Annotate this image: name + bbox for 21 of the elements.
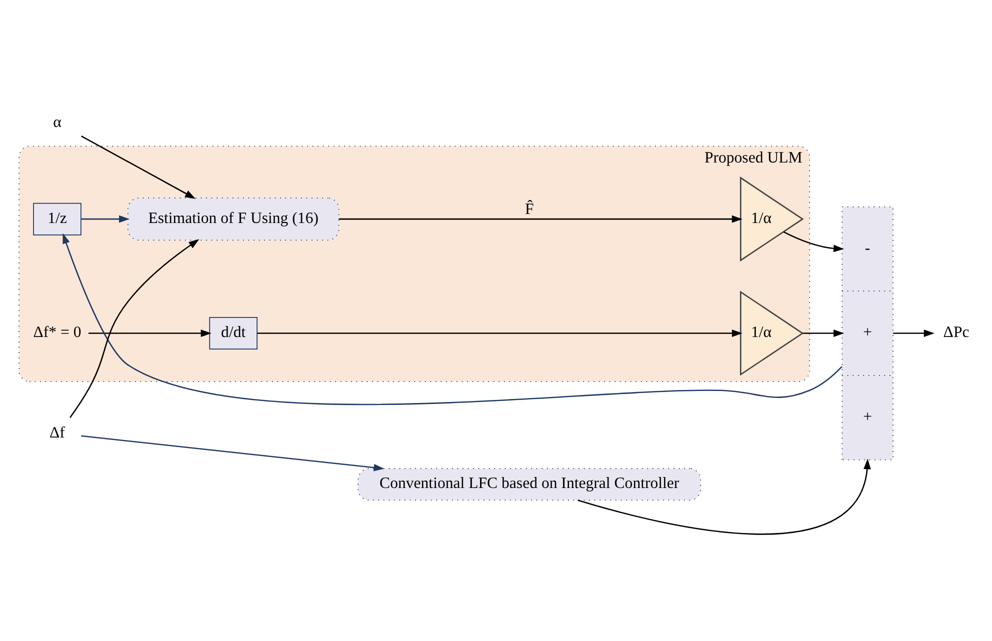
edge-label: F̂ (524, 200, 534, 218)
arrow (257, 329, 742, 336)
arrow (783, 230, 844, 252)
node-box: d/dt (209, 316, 258, 350)
node-text: Δf* = 0 (33, 324, 82, 341)
arrow (62, 232, 842, 405)
node-box: Estimation of F Using (16) (128, 197, 340, 240)
node-text: Δf (50, 424, 65, 441)
arrow (88, 329, 212, 336)
arrow (893, 329, 934, 336)
arrow (338, 214, 742, 222)
arrow (802, 329, 844, 336)
arrow (70, 238, 200, 418)
node-text: ΔPc (943, 324, 970, 341)
arrow (81, 434, 384, 471)
arrow (80, 134, 196, 198)
arrow (81, 214, 130, 222)
node-box: 1/z (33, 202, 82, 235)
node-box: Conventional LFC based on Integral Controller (358, 468, 702, 500)
arrow (578, 458, 871, 534)
node-text: α (53, 114, 62, 131)
